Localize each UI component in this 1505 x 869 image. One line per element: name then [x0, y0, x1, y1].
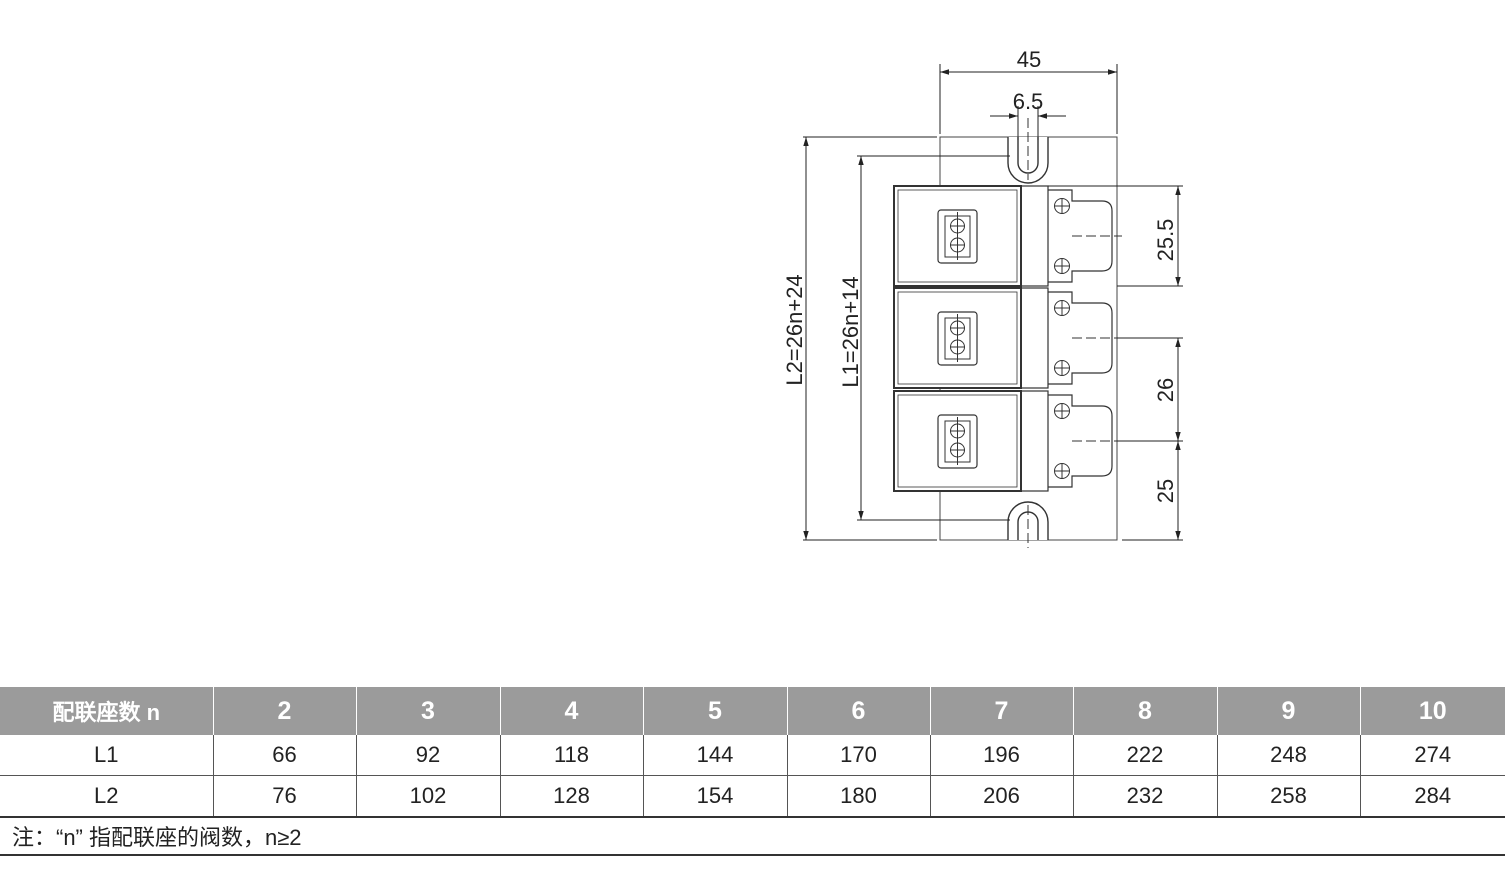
table-cell: 180 [787, 775, 931, 818]
table-cell: 92 [356, 735, 501, 776]
header-cell: 2 [213, 687, 357, 735]
valve-station-1 [893, 185, 1122, 287]
header-cell: 3 [356, 687, 501, 735]
header-cell: 4 [500, 687, 644, 735]
table-cell: 66 [213, 735, 357, 776]
dim-slot-6-5: 6.5 [1013, 89, 1044, 114]
table-cell: 232 [1073, 775, 1218, 818]
header-cell: 5 [643, 687, 788, 735]
table-cell: 76 [213, 775, 357, 818]
header-cell: 6 [787, 687, 931, 735]
table-row: L1 66 92 118 144 170 196 222 248 274 [0, 735, 1505, 776]
table-cell: 196 [930, 735, 1074, 776]
table-cell: 118 [500, 735, 644, 776]
table-cell: 222 [1073, 735, 1218, 776]
table-cell: 206 [930, 775, 1074, 818]
dimension-lines [803, 64, 1183, 541]
table-header-row: 配联座数 n 2 3 4 5 6 7 8 9 10 [0, 687, 1505, 735]
table-cell: 284 [1360, 775, 1505, 818]
mounting-slots [1007, 118, 1049, 548]
table-cell: 128 [500, 775, 644, 818]
manifold-dimension-drawing: 45 6.5 L2=26n+24 L1=26n+14 25.5 26 25 [782, 47, 1183, 548]
table-cell: 258 [1217, 775, 1361, 818]
dim-pitch-26: 26 [1153, 378, 1178, 402]
table-cell: 144 [643, 735, 788, 776]
table-cell: 154 [643, 775, 788, 818]
table-row: L2 76 102 128 154 180 206 232 258 284 [0, 775, 1505, 818]
dim-l1-formula: L1=26n+14 [838, 276, 863, 387]
header-cell: 9 [1217, 687, 1361, 735]
dim-pitch-25: 25 [1153, 479, 1178, 503]
valve-station-2 [893, 287, 1122, 389]
table-cell: 248 [1217, 735, 1361, 776]
header-cell: 8 [1073, 687, 1218, 735]
valve-station-3 [893, 390, 1122, 492]
table-cell: 170 [787, 735, 931, 776]
dim-l2-formula: L2=26n+24 [782, 274, 807, 385]
dim-width-45: 45 [1017, 47, 1041, 72]
table-cell: 274 [1360, 735, 1505, 776]
table-cell: 102 [356, 775, 501, 818]
row-label-l2: L2 [0, 775, 214, 818]
dimension-labels: 45 6.5 L2=26n+24 L1=26n+14 25.5 26 25 [782, 47, 1178, 503]
dimension-table: 配联座数 n 2 3 4 5 6 7 8 9 10 L1 66 92 118 1… [0, 687, 1505, 818]
dim-pitch-25-5: 25.5 [1153, 219, 1178, 262]
footnote: 注：“n” 指配联座的阀数，n≥2 [0, 818, 1505, 856]
header-cell: 7 [930, 687, 1074, 735]
row-label-l1: L1 [0, 735, 214, 776]
header-cell: 10 [1360, 687, 1505, 735]
header-station-count: 配联座数 n [0, 687, 214, 735]
